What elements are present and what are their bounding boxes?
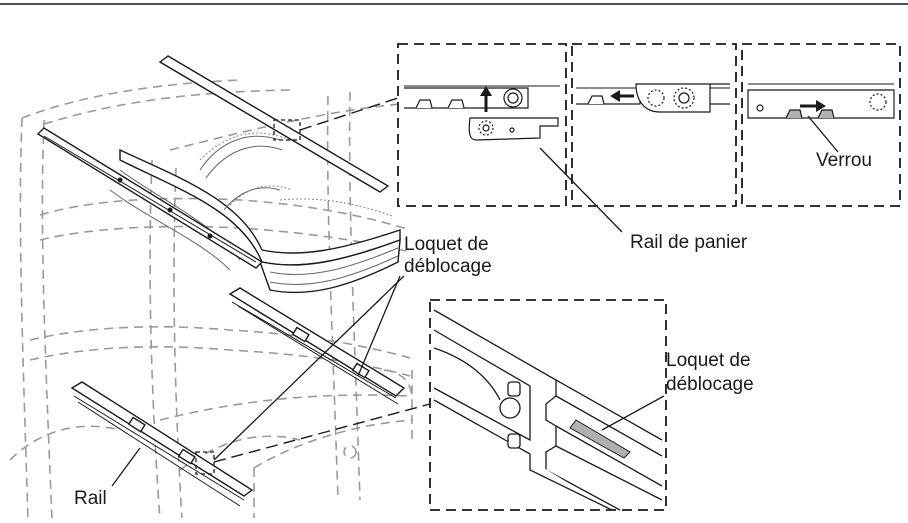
basket bbox=[109, 132, 401, 294]
drawer-front bbox=[253, 369, 413, 518]
drawer-rail-left bbox=[70, 381, 254, 507]
leader-loquet-1 bbox=[357, 275, 401, 377]
label-loquet-top-line2: déblocage bbox=[404, 256, 492, 277]
detail-panel-3 bbox=[741, 43, 901, 207]
label-verrou: Verrou bbox=[816, 150, 872, 171]
leader-verrou bbox=[807, 115, 839, 153]
detail-panel-bottom bbox=[429, 299, 667, 511]
label-loquet-detail-line1: Loquet de bbox=[666, 350, 751, 371]
zoom-marker-bottom bbox=[195, 451, 215, 475]
connector-bottom bbox=[213, 403, 431, 463]
leader-loquet-detail bbox=[601, 395, 665, 431]
leader-rail-de-panier-1 bbox=[539, 147, 623, 233]
label-loquet-detail-line2: déblocage bbox=[666, 374, 754, 395]
label-loquet-top-line1: Loquet de bbox=[404, 234, 489, 255]
detail-panel-2 bbox=[571, 43, 737, 207]
basket-rail-left bbox=[36, 127, 264, 269]
detail-panel-1 bbox=[397, 43, 567, 207]
leader-rail bbox=[111, 447, 141, 487]
cabinet-outline bbox=[9, 79, 411, 521]
label-rail-de-panier: Rail de panier bbox=[630, 232, 748, 253]
drawer-rail-right bbox=[228, 287, 406, 405]
label-rail: Rail bbox=[74, 488, 107, 509]
leader-loquet-2 bbox=[213, 275, 405, 461]
